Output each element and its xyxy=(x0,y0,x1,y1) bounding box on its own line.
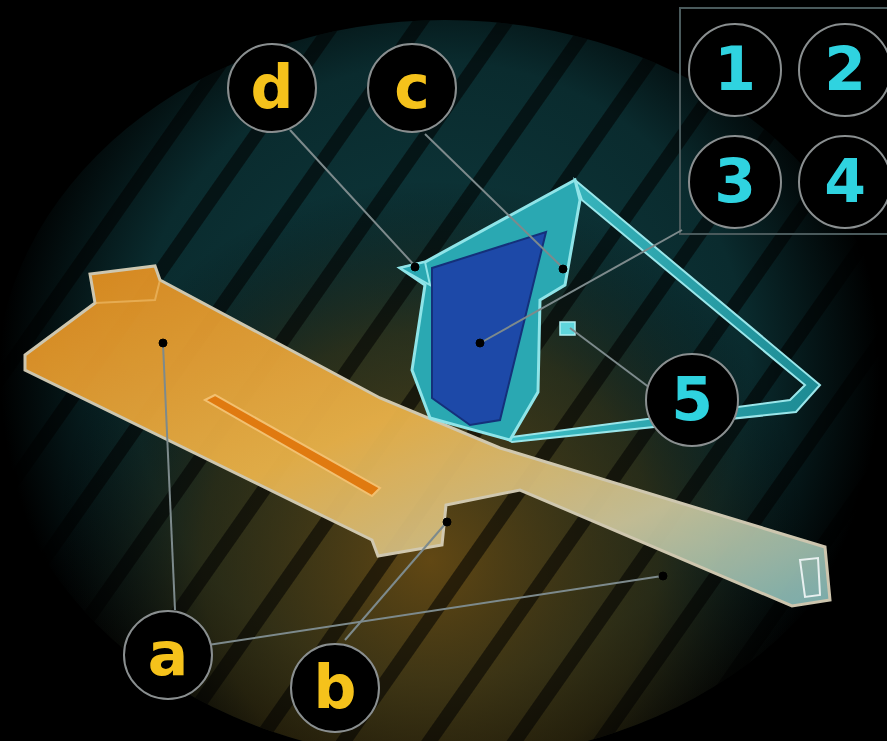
callout-label: 2 xyxy=(824,39,866,99)
callout-label: 5 xyxy=(671,369,713,429)
callout-label: c xyxy=(394,57,430,117)
callout-label: a xyxy=(148,624,189,684)
primary-mirror xyxy=(432,232,546,425)
callout-label: d xyxy=(251,57,294,117)
leader-lines xyxy=(163,130,682,645)
callout-label: 4 xyxy=(824,151,866,211)
callout-label: b xyxy=(314,657,357,717)
callout-label: 1 xyxy=(714,39,756,99)
mirror-structure xyxy=(400,180,580,440)
instrument-box xyxy=(560,322,575,335)
callout-circles xyxy=(124,24,887,732)
shield-strip xyxy=(205,395,380,496)
callout-box xyxy=(680,8,887,234)
callout-label: 3 xyxy=(714,151,756,211)
